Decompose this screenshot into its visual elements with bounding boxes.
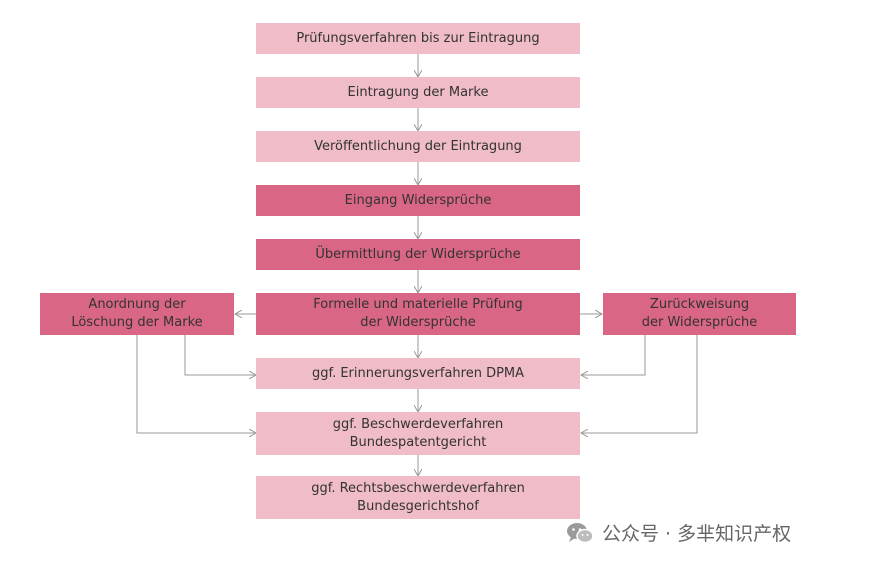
box-anordnung-line2: Löschung der Marke <box>71 315 203 330</box>
box-zurueckweisung-line2: der Widersprüche <box>641 315 758 330</box>
box-eintragung: Eintragung der Marke <box>256 77 580 108</box>
box-zurueckweisung: Zurückweisung der Widersprüche <box>603 293 796 335</box>
box-beschwerdeverfahren: ggf. Beschwerdeverfahren Bundespatentger… <box>256 412 580 455</box>
box-erinnerung-label: ggf. Erinnerungsverfahren DPMA <box>311 365 525 381</box>
box-zurueckweisung-line1: Zurückweisung <box>649 297 750 313</box>
box-veroeffentlichung: Veröffentlichung der Eintragung <box>256 131 580 162</box>
watermark-text: 公众号 · 多芈知识产权 <box>602 523 792 545</box>
box-pruefung-line2: der Widersprüche <box>360 315 476 330</box>
box-pruefung-line1: Formelle und materielle Prüfung <box>313 297 523 313</box>
box-pruefungsverfahren: Prüfungsverfahren bis zur Eintragung <box>256 23 580 54</box>
arrow-right-b7 <box>581 335 646 375</box>
box-beschwerde-line2: Bundespatentgericht <box>349 434 487 450</box>
box-uebermittlung-label: Übermittlung der Widersprüche <box>315 246 521 262</box>
box-pruefung-widersprueche: Formelle und materielle Prüfung der Wide… <box>256 293 580 335</box>
arrow-left-b7 <box>184 335 256 375</box>
box-beschwerde-line1: ggf. Beschwerdeverfahren <box>332 416 504 432</box>
box-eingang-widersprueche: Eingang Widersprüche <box>256 185 580 216</box>
box-anordnung-line1: Anordnung der <box>88 297 186 313</box>
box-rechtsbeschwerdeverfahren: ggf. Rechtsbeschwerdeverfahren Bundesger… <box>256 476 580 519</box>
arrow-left-b8 <box>136 335 256 433</box>
wechat-icon <box>566 521 594 545</box>
box-pruefungsverfahren-label: Prüfungsverfahren bis zur Eintragung <box>296 30 540 46</box>
box-rechtsbeschwerde-line1: ggf. Rechtsbeschwerdeverfahren <box>311 480 525 496</box>
box-eintragung-label: Eintragung der Marke <box>347 84 489 100</box>
box-anordnung-loeschung: Anordnung der Löschung der Marke <box>40 293 234 335</box>
arrow-right-b8 <box>581 335 698 433</box>
box-uebermittlung: Übermittlung der Widersprüche <box>256 239 580 270</box>
box-rechtsbeschwerde-line2: Bundesgerichtshof <box>357 498 479 514</box>
watermark: 公众号 · 多芈知识产权 <box>566 519 791 546</box>
box-veroeffentlichung-label: Veröffentlichung der Eintragung <box>314 138 522 154</box>
box-eingang-label: Eingang Widersprüche <box>344 192 492 208</box>
box-erinnerungsverfahren: ggf. Erinnerungsverfahren DPMA <box>256 358 580 389</box>
